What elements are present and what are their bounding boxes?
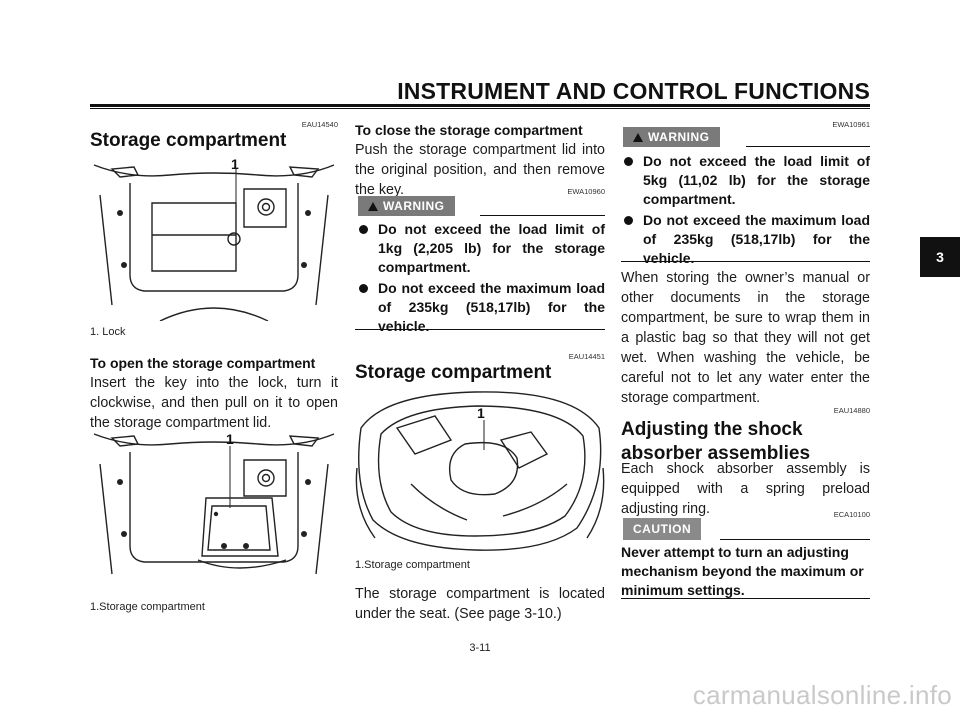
heading-shock-absorber: Adjusting the shock absorber assemblies bbox=[621, 418, 810, 466]
code-ewa10960: EWA10960 bbox=[567, 187, 605, 196]
warning-label-2: WARNING bbox=[648, 130, 710, 144]
open-compartment-figure: 1 bbox=[93, 431, 335, 575]
underseat-drawing bbox=[355, 391, 605, 551]
code-eca10100: ECA10100 bbox=[833, 510, 870, 519]
warning-label: WARNING bbox=[383, 199, 445, 213]
lock-figure: 1 bbox=[93, 156, 335, 321]
lock-caption: 1. Lock bbox=[90, 326, 126, 338]
heading-storage-compartment: Storage compartment bbox=[90, 130, 287, 151]
caution-badge: CAUTION bbox=[623, 518, 702, 540]
warning-item: Do not exceed the load limit of 1kg (2,2… bbox=[358, 220, 605, 277]
warning-list-2: Do not exceed the load limit of 5kg (11,… bbox=[623, 152, 870, 270]
subheading-open: To open the storage compartment bbox=[90, 355, 316, 371]
warning-icon bbox=[633, 132, 643, 142]
warning-end-rule bbox=[355, 329, 605, 330]
lock-figure-drawing bbox=[93, 164, 335, 321]
warning-item: Do not exceed the maximum load of 235kg … bbox=[623, 211, 870, 268]
body-underseat: The storage compartment is located under… bbox=[355, 586, 605, 622]
open-compartment-drawing bbox=[93, 433, 335, 575]
lock-figure-bolts bbox=[117, 210, 311, 268]
heading-shock-line2: absorber assemblies bbox=[621, 443, 811, 464]
page-number: 3-11 bbox=[469, 642, 491, 654]
warning-badge-2: WARNING bbox=[623, 127, 720, 147]
warning-item: Do not exceed the maximum load of 235kg … bbox=[358, 279, 605, 336]
code-ewa10961: EWA10961 bbox=[832, 120, 870, 129]
caution-end-rule bbox=[621, 598, 870, 599]
warning-badge: WARNING bbox=[358, 196, 455, 216]
caution-badge-line bbox=[720, 539, 870, 540]
underseat-figure: 1 bbox=[355, 391, 605, 551]
open-compartment-bolts bbox=[117, 479, 311, 549]
body-close: Push the storage compartment lid into th… bbox=[355, 142, 605, 198]
code-eau14451: EAU14451 bbox=[568, 352, 605, 361]
subheading-close: To close the storage compartment bbox=[355, 122, 583, 138]
underseat-label: 1 bbox=[477, 405, 485, 421]
warning-end-rule-2 bbox=[621, 261, 870, 262]
watermark: carmanualsonline.info bbox=[692, 680, 952, 710]
warning-list-1: Do not exceed the load limit of 1kg (2,2… bbox=[358, 220, 605, 338]
warning-badge-line bbox=[480, 215, 605, 216]
underseat-caption: 1.Storage compartment bbox=[355, 559, 470, 571]
chapter-tab[interactable]: 3 bbox=[920, 237, 960, 277]
heading-shock-line1: Adjusting the shock bbox=[621, 419, 803, 440]
header-rule-thin bbox=[90, 108, 870, 109]
section-title: INSTRUMENT AND CONTROL FUNCTIONS bbox=[397, 78, 870, 104]
caution-text: Never attempt to turn an adjusting mecha… bbox=[621, 544, 864, 598]
header-rule bbox=[90, 104, 870, 107]
warning-badge-line-2 bbox=[746, 146, 870, 147]
open-compartment-caption: 1.Storage compartment bbox=[90, 601, 205, 613]
body-manual-storage: When storing the owner’s manual or other… bbox=[621, 270, 870, 406]
warning-icon bbox=[368, 201, 378, 211]
warning-item: Do not exceed the load limit of 5kg (11,… bbox=[623, 152, 870, 209]
heading-storage-compartment-2: Storage compartment bbox=[355, 362, 552, 383]
code-eau14540: EAU14540 bbox=[301, 120, 338, 129]
body-open: Insert the key into the lock, turn it cl… bbox=[90, 375, 338, 431]
code-eau14880: EAU14880 bbox=[833, 406, 870, 415]
lock-figure-label: 1 bbox=[231, 156, 239, 172]
body-shock: Each shock absorber assembly is equipped… bbox=[621, 461, 870, 517]
open-compartment-label: 1 bbox=[226, 431, 234, 447]
